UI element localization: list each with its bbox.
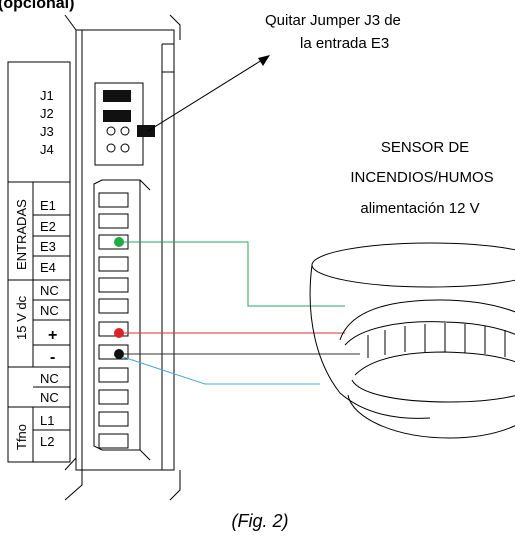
terminal-label-nc-4: NC [40, 390, 59, 405]
terminal-label-l2: L2 [40, 434, 54, 449]
header-fragment: (opcional) [0, 0, 74, 12]
jumper-label-j3: J3 [40, 124, 54, 139]
terminal-label-nc-3: NC [40, 371, 59, 386]
terminal-label-panel [7, 61, 71, 463]
jumper-j4-pin-left [106, 143, 116, 153]
wire-blue [119, 355, 320, 385]
wire-green [120, 241, 345, 307]
jumper-label-j1: J1 [40, 88, 54, 103]
sensor-title-line2: INCENDIOS/HUMOS [350, 169, 493, 186]
wires [119, 241, 360, 385]
power-group-label: 15 V dc [14, 295, 29, 340]
removed-jumper-j3 [137, 125, 155, 137]
jumper-note-line1: Quitar Jumper J3 de [265, 12, 401, 29]
terminal-dot-red [114, 328, 124, 338]
terminal-block [93, 179, 151, 461]
smoke-detector-icon [309, 242, 515, 439]
jumper-j3-pin-left [106, 126, 116, 136]
figure-caption: (Fig. 2) [231, 511, 288, 531]
jumper-note-line2: la entrada E3 [300, 35, 389, 52]
jumper-label-j2: J2 [40, 106, 54, 121]
terminal-dot-green [114, 237, 124, 247]
terminal-label-l1: L1 [40, 413, 54, 428]
tfno-group-label: Tfno [14, 424, 29, 450]
jumper-j1 [103, 90, 131, 102]
terminal-dot-black [114, 349, 124, 359]
terminal-label-plus: + [48, 327, 57, 344]
jumper-j3-pin-right [120, 126, 130, 136]
jumper-j2 [103, 110, 131, 122]
jumper-label-j4: J4 [40, 142, 54, 157]
jumper-j4-pin-right [120, 143, 130, 153]
entradas-group-label: ENTRADAS [14, 199, 29, 270]
terminal-label-minus: - [50, 349, 55, 366]
jumper-block [94, 82, 155, 166]
terminal-label-nc-2: NC [40, 303, 59, 318]
terminal-label-e1: E1 [40, 198, 56, 213]
sensor-title-line3: alimentación 12 V [360, 200, 479, 217]
terminal-label-nc-1: NC [40, 283, 59, 298]
terminal-label-e2: E2 [40, 219, 56, 234]
terminal-label-e3: E3 [40, 239, 56, 254]
sensor-title-line1: SENSOR DE [381, 139, 469, 156]
jumper-note-arrow [147, 55, 270, 132]
control-board [64, 14, 181, 501]
terminal-label-e4: E4 [40, 260, 56, 275]
